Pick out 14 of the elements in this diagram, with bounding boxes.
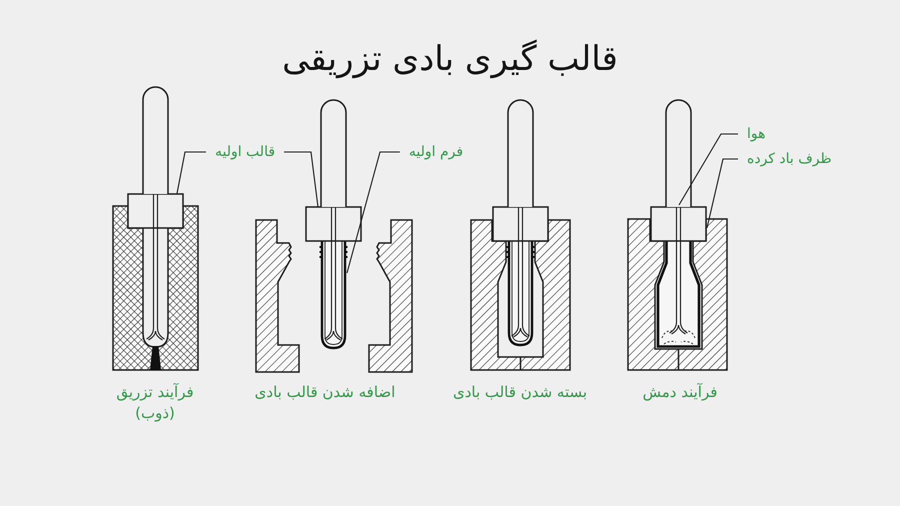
part-label: قالب اولیه — [206, 143, 284, 161]
leader-line — [176, 151, 206, 194]
leader-line — [346, 151, 400, 274]
stage-caption: اضافه شدن قالب بادی — [254, 382, 396, 403]
leader-line — [706, 158, 738, 228]
part-label: ظرف باد کرده — [738, 150, 841, 168]
leader-line — [678, 133, 738, 206]
stage-caption: بسته شدن قالب بادی — [452, 382, 588, 403]
stage-caption: فرآیند دمش — [642, 382, 718, 403]
diagram-title: قالب گیری بادی تزریقی — [282, 38, 618, 81]
leader-line — [284, 151, 319, 208]
stage-caption: فرآیند تزریق (ذوب) — [115, 382, 195, 424]
part-label: هوا — [738, 125, 775, 143]
part-label: فرم اولیه — [400, 143, 472, 161]
